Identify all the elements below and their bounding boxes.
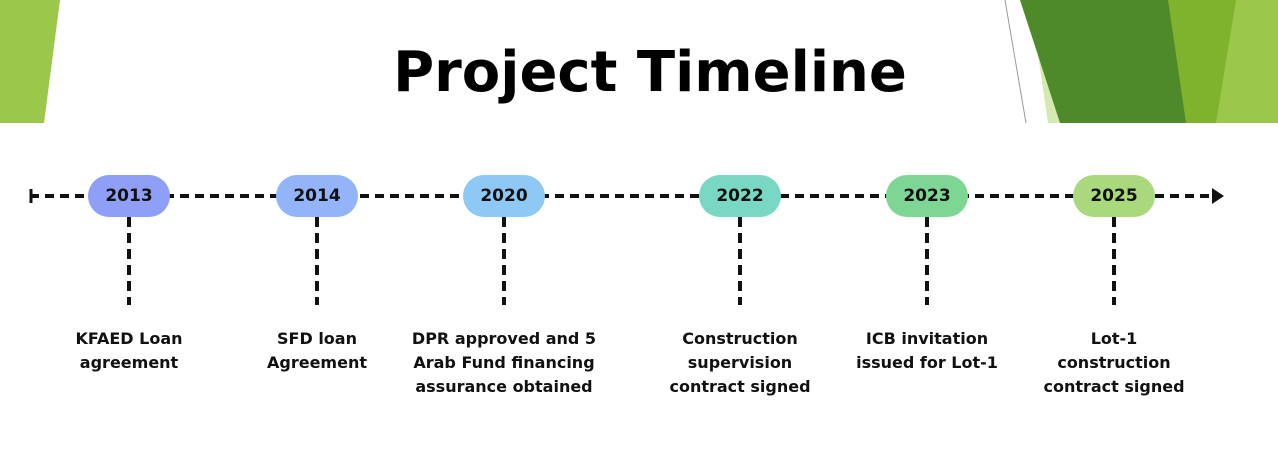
milestone-label-2025: Lot-1 construction contract signed — [1014, 327, 1214, 399]
milestone-label-line: Agreement — [267, 353, 367, 372]
milestone-label-line: construction — [1057, 353, 1171, 372]
year-badge-2022: 2022 — [699, 175, 781, 217]
milestone-label-line: Construction — [682, 329, 798, 348]
year-badge-2020: 2020 — [463, 175, 545, 217]
milestone-label-line: DPR approved and 5 — [411, 329, 597, 348]
milestone-label-2023: ICB invitation issued for Lot-1 — [827, 327, 1027, 375]
page-title: Project Timeline — [393, 40, 907, 105]
milestone-label-line: ICB invitation — [865, 329, 989, 348]
year-badge-2013: 2013 — [88, 175, 170, 217]
milestone-label-line: contract signed — [669, 377, 811, 396]
milestone-label-line: contract signed — [1043, 377, 1185, 396]
right-thin-line — [1004, 0, 1027, 123]
milestone-label-2020: DPR approved and 5 Arab Fund financing ass… — [404, 327, 604, 399]
milestone-label-line: Lot-1 — [1090, 329, 1138, 348]
milestone-label-line: SFD loan — [277, 329, 357, 348]
header-decoration — [0, 0, 1278, 123]
timeline-lines — [29, 188, 1224, 305]
right-light-shape — [1216, 0, 1278, 123]
milestone-label-line: agreement — [79, 353, 179, 372]
milestone-label-line: Arab Fund financing — [413, 353, 595, 372]
right-mid-shape — [1168, 0, 1238, 123]
slide-header: Project Timeline — [0, 0, 1278, 123]
milestone-label-line: supervision — [687, 353, 793, 372]
timeline-arrow-head — [1212, 188, 1224, 204]
year-badge-2025: 2025 — [1073, 175, 1155, 217]
milestone-label-2013: KFAED Loan agreement — [29, 327, 229, 375]
year-badge-2014: 2014 — [276, 175, 358, 217]
milestone-label-2022: Construction supervision contract signed — [640, 327, 840, 399]
milestone-label-line: KFAED Loan — [75, 329, 183, 348]
right-dark-shape — [1020, 0, 1188, 123]
year-badge-2023: 2023 — [886, 175, 968, 217]
left-green-bar — [0, 0, 60, 123]
milestone-label-line: assurance obtained — [415, 377, 593, 396]
milestone-label-line: issued for Lot-1 — [856, 353, 998, 372]
